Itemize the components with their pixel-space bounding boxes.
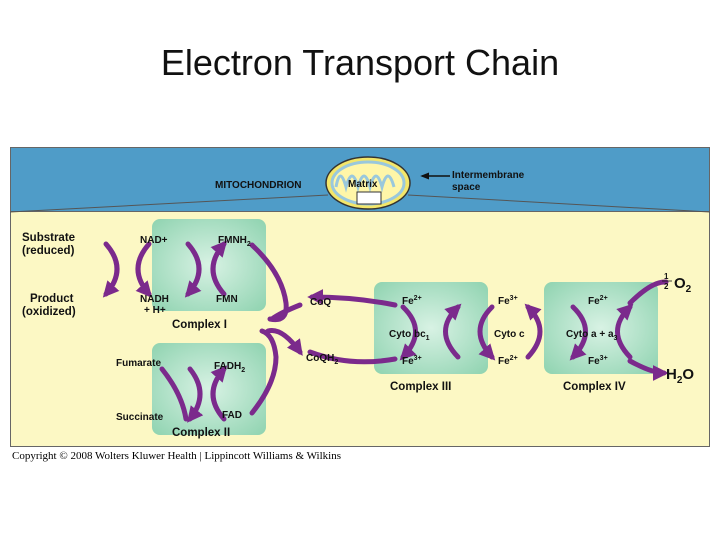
half-denominator: 2: [664, 282, 669, 291]
cytoc-fe3-label: Fe3+: [498, 295, 518, 307]
mitochondrion-icon: [325, 156, 411, 210]
slide-title: Electron Transport Chain: [160, 42, 560, 83]
coq-label: CoQ: [310, 297, 331, 308]
c3-arrow-left: [399, 304, 418, 361]
c4-arrow-left: [569, 304, 588, 361]
c1-arrow-left: [184, 241, 202, 298]
matrix-label: Matrix: [348, 179, 378, 190]
o2-label: O2: [674, 275, 692, 295]
c1-to-coq-path: [249, 242, 289, 323]
coq-return-arrow: [269, 302, 303, 322]
c2-arrow-right: [210, 365, 228, 422]
c2-to-coq-path: [249, 328, 279, 416]
c4-arrow-right: [615, 303, 634, 360]
nadh-label: NADH: [140, 294, 169, 305]
succinate-label: Succinate: [116, 412, 164, 423]
etc-diagram-svg: MITOCHONDRION Matrix Intermembrane space: [10, 147, 710, 447]
nad-plus-label: NAD+: [140, 235, 168, 246]
c4-fe3-label: Fe3+: [588, 355, 608, 367]
c3-to-coq-arrow: [307, 289, 398, 308]
product-label: Product: [30, 293, 74, 305]
zoom-line-right: [407, 194, 710, 213]
c2-arrow-left: [187, 366, 204, 423]
c3-fe2-label: Fe2+: [402, 295, 422, 307]
fadh2-label: FADH2: [214, 361, 245, 374]
complex-ii-name: Complex II: [172, 427, 230, 439]
c3-fe3-label: Fe3+: [402, 355, 422, 367]
coqh2-to-c3-arrow: [307, 349, 398, 365]
fumarate-label: Fumarate: [116, 358, 161, 369]
substrate-label: Substrate: [22, 232, 75, 244]
cyto-c-label: Cyto c: [494, 329, 525, 340]
product-label-2: (oxidized): [22, 306, 76, 318]
h-plus-label: + H+: [144, 305, 166, 316]
cytoc-fe2-label: Fe2+: [498, 355, 518, 367]
fad-label: FAD: [222, 410, 242, 421]
half-numerator: 1: [664, 272, 669, 281]
electron-flow-arrows: [102, 240, 669, 423]
fmnh2-label: FMNH2: [218, 235, 251, 248]
c2-fumarate-arrow: [159, 366, 189, 422]
fmn-label: FMN: [216, 294, 238, 305]
complex-iii-name: Complex III: [390, 381, 451, 393]
coq-to-coqh2-arrow: [265, 327, 303, 356]
c4-h2o-arrow: [627, 358, 669, 381]
c3-arrow-right: [443, 303, 462, 360]
complex-i-box: [152, 219, 266, 311]
cyto-a-label: Cyto a + a3: [566, 329, 618, 342]
nad-nadh-arrow: [135, 241, 153, 298]
mitochondrion-label: MITOCHONDRION: [215, 180, 301, 191]
cyto-bc1-label: Cyto bc1: [389, 329, 430, 342]
c4-o2-arrow: [627, 279, 669, 306]
etc-diagram: MITOCHONDRION Matrix Intermembrane space: [10, 147, 710, 447]
substrate-label-2: (reduced): [22, 245, 75, 257]
complex-iv-name: Complex IV: [563, 381, 626, 393]
c4-fe2-label: Fe2+: [588, 295, 608, 307]
intermembrane-label: Intermembrane: [452, 170, 525, 181]
intermembrane-label-2: space: [452, 182, 481, 193]
substrate-product-arrow: [102, 241, 120, 298]
complex-i-name: Complex I: [172, 319, 227, 331]
copyright-notice: Copyright © 2008 Wolters Kluwer Health |…: [12, 450, 341, 462]
cytoc-arrow-left: [477, 304, 496, 361]
c1-arrow-right: [210, 240, 228, 297]
zoom-line-left: [10, 194, 329, 213]
coqh2-label: CoQH2: [306, 353, 338, 366]
cytoc-arrow-right: [524, 303, 543, 360]
complex-ii-box: [152, 343, 266, 435]
h2o-label: H2O: [666, 366, 694, 386]
